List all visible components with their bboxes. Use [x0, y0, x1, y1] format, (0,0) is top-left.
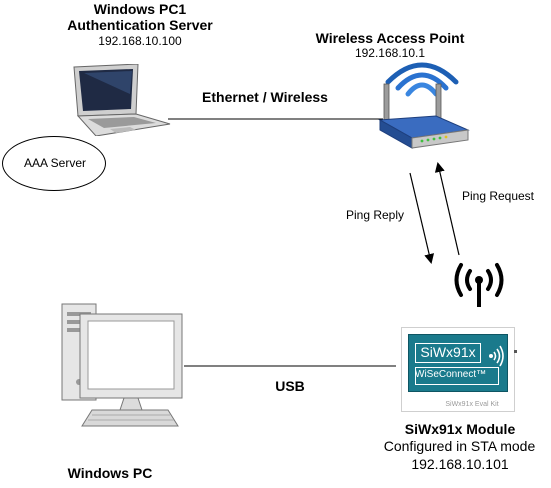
chip-label: SiWx91x [420, 344, 476, 360]
ethernet-wireless-label: Ethernet / Wireless [202, 89, 328, 105]
host-name: Windows PC [67, 465, 153, 481]
board-connector [514, 350, 517, 353]
ping-reply-arrow [409, 172, 435, 264]
ap-ip: 192.168.10.1 [354, 46, 426, 60]
module-ip: 192.168.10.101 [411, 456, 509, 472]
brand-label: WiSeConnect™ [415, 369, 487, 380]
ap-name: Wireless Access Point [315, 30, 465, 46]
server-name: Windows PC1 [93, 1, 187, 17]
wireless-router-icon [378, 62, 470, 149]
usb-label: USB [275, 378, 305, 394]
wifi-signal-icon [489, 345, 504, 367]
kit-label: SiWx91x Eval Kit [445, 401, 499, 408]
ping-reply-label: Ping Reply [345, 208, 405, 222]
desktop-pc-icon [61, 303, 183, 427]
module-title: SiWx91x Module [404, 421, 516, 437]
chip-label-box [415, 343, 481, 363]
server-ip: 192.168.10.100 [98, 34, 182, 48]
antenna-broadcast-icon [454, 263, 504, 307]
aaa-server-label: AAA Server [23, 156, 87, 170]
chip-panel: SiWx91x WiSeConnect™ [408, 334, 508, 392]
module-mode: Configured in STA mode [383, 438, 536, 454]
aaa-server-oval [2, 136, 106, 191]
ping-request-label: Ping Request [461, 189, 535, 203]
ping-request-arrow [434, 162, 460, 256]
server-role: Authentication Server [67, 17, 213, 33]
siwx91x-eval-board: SiWx91x WiSeConnect™ SiWx91x Eval Kit [401, 327, 517, 412]
laptop-icon [73, 64, 171, 136]
brand-box [415, 367, 499, 385]
